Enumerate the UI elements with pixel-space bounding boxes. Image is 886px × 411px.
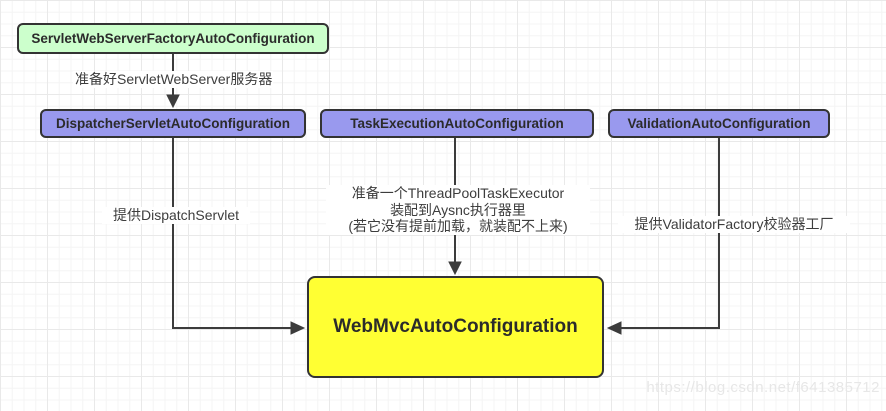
arrowhead-down-webmvc: [448, 261, 462, 276]
arrowhead-down-dispatcher: [166, 94, 180, 109]
edge-label-thread-pool-task-executor: 准备一个ThreadPoolTaskExecutor 装配到Aysnc执行器里 …: [326, 185, 590, 235]
node-label: ValidationAutoConfiguration: [627, 116, 811, 131]
node-label: DispatcherServletAutoConfiguration: [55, 116, 291, 131]
node-label: WebMvcAutoConfiguration: [333, 316, 578, 337]
edge-label-line-3: (若它没有提前加载，就装配不上来): [348, 218, 568, 234]
arrowhead-left-webmvc: [606, 321, 622, 335]
node-web-mvc-auto-configuration: WebMvcAutoConfiguration: [307, 276, 604, 378]
node-validation-auto-configuration: ValidationAutoConfiguration: [608, 109, 830, 138]
watermark-url: https://blog.csdn.net/f641385712: [646, 379, 880, 396]
edge-label-provide-dispatch-servlet: 提供DispatchServlet: [102, 207, 250, 224]
edge-label-line-2: 装配到Aysnc执行器里: [390, 201, 526, 218]
edge-validation-to-webmvc: [620, 138, 720, 329]
node-label: TaskExecutionAutoConfiguration: [350, 116, 564, 131]
node-label: ServletWebServerFactoryAutoConfiguration: [31, 31, 315, 46]
node-dispatcher-servlet-auto-configuration: DispatcherServletAutoConfiguration: [40, 109, 306, 138]
arrowhead-right-webmvc: [290, 321, 306, 335]
edge-dispatcher-to-webmvc: [172, 138, 292, 329]
node-servlet-web-server-factory-auto-configuration: ServletWebServerFactoryAutoConfiguration: [17, 23, 329, 54]
edge-label-provide-validator-factory: 提供ValidatorFactory校验器工厂: [618, 216, 850, 233]
edge-label-prepare-servlet-web-server: 准备好ServletWebServer服务器: [73, 71, 273, 88]
edge-label-line-1: 准备一个ThreadPoolTaskExecutor: [351, 185, 565, 201]
node-task-execution-auto-configuration: TaskExecutionAutoConfiguration: [320, 109, 594, 138]
